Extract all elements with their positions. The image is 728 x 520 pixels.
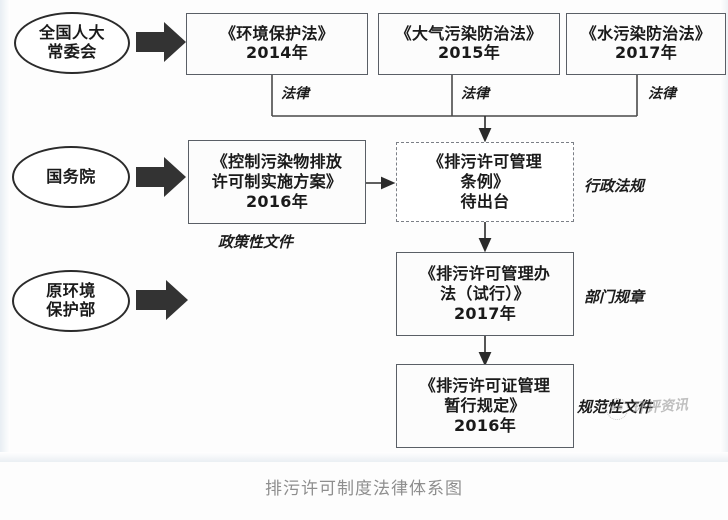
regulation-year: 2016年 (453, 416, 517, 435)
policy-document-box[interactable]: 《控制污染物排放 许可制实施方案》 2016年 (188, 140, 366, 224)
watermark-text: 环评资讯 (631, 397, 689, 418)
authority-mep[interactable]: 原环境 保护部 (12, 270, 130, 332)
page-edge-right (720, 0, 728, 460)
regulation-line1: 《排污许可管理 (427, 152, 543, 171)
authority-state-council[interactable]: 国务院 (12, 146, 130, 208)
regulation-measures-box[interactable]: 《排污许可管理办 法（试行）》 2017年 (396, 252, 574, 336)
regulation-line1: 《排污许可证管理 (419, 376, 551, 395)
authority-npc-line2: 常委会 (47, 42, 97, 61)
regulation-line2: 条例》 (460, 172, 510, 191)
policy-category-label: 政策性文件 (218, 233, 294, 251)
block-arrow-mep-to-rules (136, 280, 188, 320)
policy-year: 2016年 (245, 192, 309, 211)
law-box-water-pollution[interactable]: 《水污染防治法》 2017年 (566, 13, 726, 75)
regulation-line1: 《排污许可管理办 (419, 264, 551, 283)
law-title: 《大气污染防治法》 (395, 24, 543, 44)
watermark: 环评资讯 (605, 393, 689, 421)
regulation-interim-box[interactable]: 《排污许可证管理 暂行规定》 2016年 (396, 364, 574, 448)
law-year: 2014年 (245, 43, 308, 62)
regulation-measures-category: 部门规章 (584, 288, 645, 306)
watermark-logo-icon (605, 397, 629, 421)
law-year: 2017年 (614, 43, 678, 62)
edge-label-law-1: 法律 (281, 86, 309, 102)
authority-mep-line1: 原环境 (46, 281, 96, 301)
regulation-ordinance-category: 行政法规 (584, 177, 645, 195)
page-edge-left (0, 0, 10, 460)
block-arrow-npc-to-laws (136, 22, 186, 62)
regulation-ordinance-box[interactable]: 《排污许可管理 条例》 待出台 (396, 142, 574, 222)
regulation-line2: 法（试行）》 (440, 284, 530, 303)
authority-npc[interactable]: 全国人大 常委会 (14, 12, 130, 74)
policy-line1: 《控制污染物排放 (211, 152, 343, 171)
block-arrow-council-to-policy (136, 157, 186, 197)
figure-caption: 排污许可制度法律体系图 (265, 479, 463, 499)
regulation-year: 2017年 (453, 304, 517, 323)
page-edge-bottom (0, 452, 728, 462)
law-box-air-pollution[interactable]: 《大气污染防治法》 2015年 (378, 13, 560, 75)
law-title: 《环境保护法》 (219, 24, 335, 44)
edge-label-law-2: 法律 (461, 86, 489, 102)
authority-npc-line1: 全国人大 (38, 23, 105, 43)
regulation-line2: 暂行规定》 (444, 396, 526, 415)
law-bus-lines (271, 75, 638, 117)
edge-label-law-3: 法律 (648, 86, 676, 102)
policy-line2: 许可制实施方案》 (211, 172, 343, 191)
authority-state-council-label: 国务院 (46, 166, 96, 186)
regulation-status: 待出台 (460, 192, 510, 211)
law-title: 《水污染防治法》 (580, 24, 712, 44)
law-box-environmental-protection[interactable]: 《环境保护法》 2014年 (186, 13, 368, 75)
authority-mep-line2: 保护部 (46, 300, 96, 319)
law-year: 2015年 (437, 43, 500, 62)
